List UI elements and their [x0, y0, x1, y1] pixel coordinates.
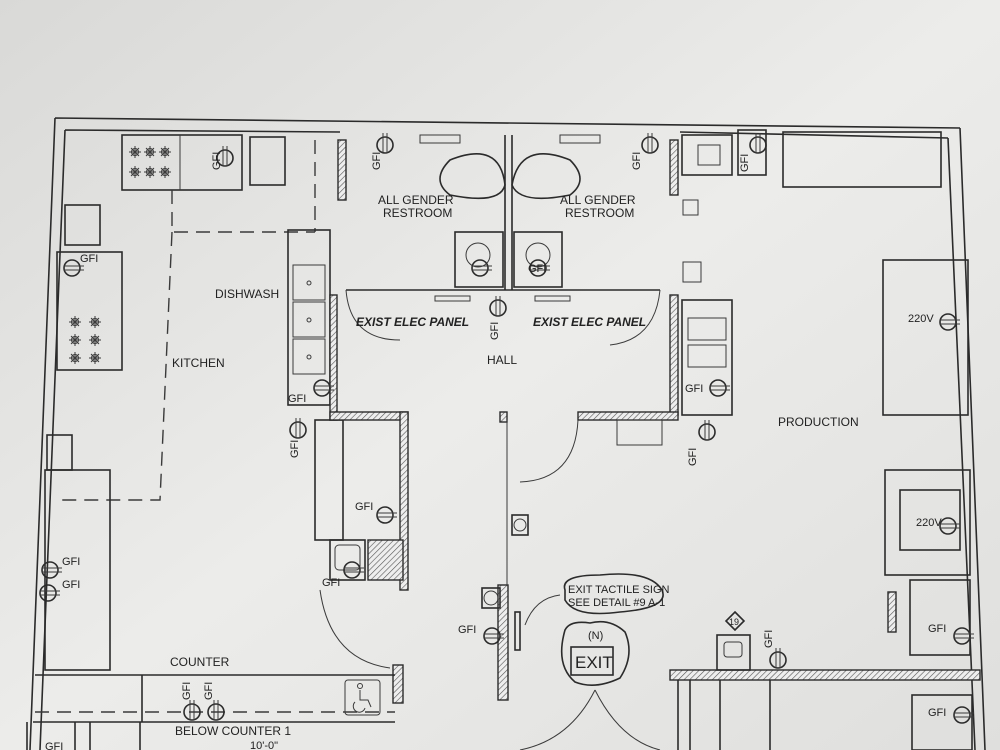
stove-top [121, 134, 243, 191]
detail-tag [724, 610, 746, 632]
exterior-wall [39, 129, 976, 750]
range [56, 251, 123, 371]
gfi-label: GFI [203, 682, 215, 700]
gfi-label: GFI [763, 630, 775, 648]
restrooms: ALL GENDER RESTROOM ALL GENDER RESTROOM … [345, 134, 661, 367]
exit-sign [570, 646, 614, 676]
exit-cloud [560, 620, 630, 686]
toilet-icon [439, 153, 581, 200]
gfi-label: GFI [928, 623, 946, 635]
door-swing-icon [506, 419, 579, 585]
dimension-label: 10'-0" [250, 740, 278, 750]
door-swing-icon [319, 589, 391, 669]
callout-line-1: EXIT TACTILE SIGN [568, 584, 670, 596]
door-swing-icon [519, 689, 661, 750]
sink-icon [681, 134, 733, 176]
sink-icon [454, 231, 504, 288]
exit-sign-text: EXIT [575, 653, 613, 672]
room-label-restroom-left-2: RESTROOM [383, 206, 452, 220]
room-label-dishwash: DISHWASH [215, 287, 279, 301]
sink-icon [329, 539, 366, 581]
gfi-label: GFI [181, 682, 193, 700]
gfi-label: GFI [289, 440, 301, 458]
room-label-restroom-right-2: RESTROOM [565, 206, 634, 220]
elec-panel-label-right: EXIST ELEC PANEL [533, 315, 646, 329]
sink-icon [716, 634, 751, 671]
gfi-label: GFI [687, 448, 699, 466]
room-label-kitchen: KITCHEN [172, 356, 225, 370]
elec-panel-label-left: EXIST ELEC PANEL [356, 315, 469, 329]
detail-tag-number: 19 [729, 617, 739, 627]
exit-sign-tag: (N) [588, 630, 603, 642]
door-swing-icon [345, 289, 661, 346]
room-label-restroom-right-1: ALL GENDER [560, 193, 636, 207]
voltage-label-2: 220V [916, 517, 942, 529]
gfi-label: GFI [211, 152, 223, 170]
gfi-label: GFI [288, 393, 306, 405]
gfi-label: GFI [45, 741, 63, 750]
voltage-label-1: 220V [908, 313, 934, 325]
gfi-label: GFI [489, 322, 501, 340]
sink-icon [513, 231, 563, 288]
gfi-label: GFI [458, 624, 476, 636]
gfi-label: GFI [528, 263, 546, 275]
below-counter-label: BELOW COUNTER 1 [175, 724, 291, 738]
gfi-label: GFI [371, 152, 383, 170]
gfi-label: GFI [685, 383, 703, 395]
equipment-box [249, 136, 286, 186]
gfi-label: GFI [322, 577, 340, 589]
gfi-outlets: GFI GFI GFI GFI GFI GFI GFI GFI GFI GFI … [39, 132, 975, 750]
gfi-label: GFI [62, 579, 80, 591]
wheelchair-accessible-icon [344, 679, 381, 716]
production-area: 19 PRODUCTION 220V 220V [616, 129, 973, 750]
sheet-border [29, 117, 986, 750]
hood-outline [55, 140, 316, 501]
gfi-label: GFI [355, 501, 373, 513]
gfi-label: GFI [62, 556, 80, 568]
gfi-label: GFI [80, 253, 98, 265]
walls [329, 139, 981, 704]
kitchen-area: DISHWASH KITCHEN [44, 134, 366, 671]
gfi-label: GFI [928, 707, 946, 719]
counter-area: COUNTER BELOW COUNTER 1 10'-0" [26, 589, 395, 750]
room-label-hall: HALL [487, 353, 517, 367]
gfi-label: GFI [739, 154, 751, 172]
hall-exit: EXIT TACTILE SIGN SEE DETAIL #9 A-1 (N) … [481, 419, 670, 750]
callout-line-2: SEE DETAIL #9 A-1 [568, 597, 665, 609]
callout-cloud [563, 573, 664, 615]
room-label-counter: COUNTER [170, 655, 230, 669]
gfi-label: GFI [631, 152, 643, 170]
room-label-restroom-left-1: ALL GENDER [378, 193, 454, 207]
room-label-production: PRODUCTION [778, 415, 859, 429]
